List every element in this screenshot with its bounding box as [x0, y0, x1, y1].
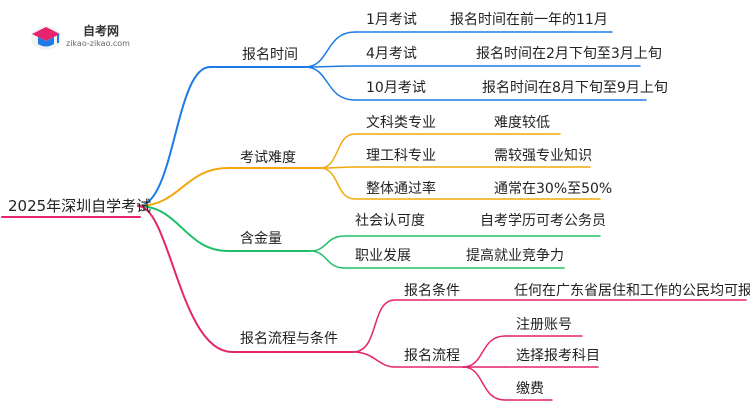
leaf-detail: 难度较低	[494, 115, 550, 131]
root-node: 2025年深圳自学考试	[8, 197, 152, 215]
leaf-node: 社会认可度	[355, 213, 425, 229]
branch-node-value: 含金量	[240, 231, 282, 247]
logo-name: 自考网	[83, 24, 120, 38]
leaf-link	[304, 66, 356, 101]
logo-url: zikao-zikao.com	[66, 39, 130, 48]
leaf-link	[319, 167, 356, 200]
leaf-detail: 报名时间在2月下旬至3月上旬	[476, 46, 662, 62]
leaf-node: 1月考试	[366, 12, 417, 28]
leaf-detail: 报名时间在前一年的11月	[450, 12, 608, 28]
leaf-detail: 缴费	[516, 381, 544, 397]
leaf-detail: 注册账号	[516, 317, 572, 333]
branch-link	[137, 66, 211, 207]
leaf-link	[304, 31, 356, 68]
leaf-node: 职业发展	[355, 248, 411, 264]
leaf-link	[319, 133, 356, 169]
leaf-detail: 选择报考科目	[516, 348, 600, 364]
leaf-node: 报名流程	[404, 348, 460, 364]
branch-node-exam-difficulty: 考试难度	[240, 150, 296, 166]
leaf-link	[352, 299, 396, 353]
branch-link	[137, 205, 233, 353]
leaf-node: 文科类专业	[366, 115, 436, 131]
leaf-detail: 提高就业竞争力	[466, 248, 564, 264]
leaf-detail: 任何在广东省居住和工作的公民均可报名	[514, 283, 750, 299]
leaf-detail: 需较强专业知识	[494, 148, 592, 164]
leaf-detail: 报名时间在8月下旬至9月上旬	[482, 80, 668, 96]
leaf-link	[352, 351, 396, 368]
leaf-link	[309, 250, 346, 269]
leaf-node: 报名条件	[404, 283, 460, 299]
branch-link	[137, 167, 229, 207]
leaf-link	[462, 335, 506, 368]
branch-node-process-and-conditions: 报名流程与条件	[240, 331, 338, 347]
leaf-node: 理工科专业	[366, 148, 436, 164]
branch-node-registration-time: 报名时间	[242, 47, 298, 63]
leaf-link	[462, 366, 506, 401]
leaf-node: 4月考试	[366, 46, 417, 62]
leaf-node: 10月考试	[366, 80, 426, 96]
branch-link	[137, 205, 229, 252]
graduation-cap-icon	[31, 26, 61, 50]
leaf-node: 整体通过率	[366, 181, 436, 197]
leaf-detail: 自考学历可考公务员	[480, 213, 606, 229]
leaf-link	[309, 235, 346, 252]
leaf-detail: 通常在30%至50%	[494, 181, 613, 197]
logo: 自考网 zikao-zikao.com	[26, 18, 146, 54]
